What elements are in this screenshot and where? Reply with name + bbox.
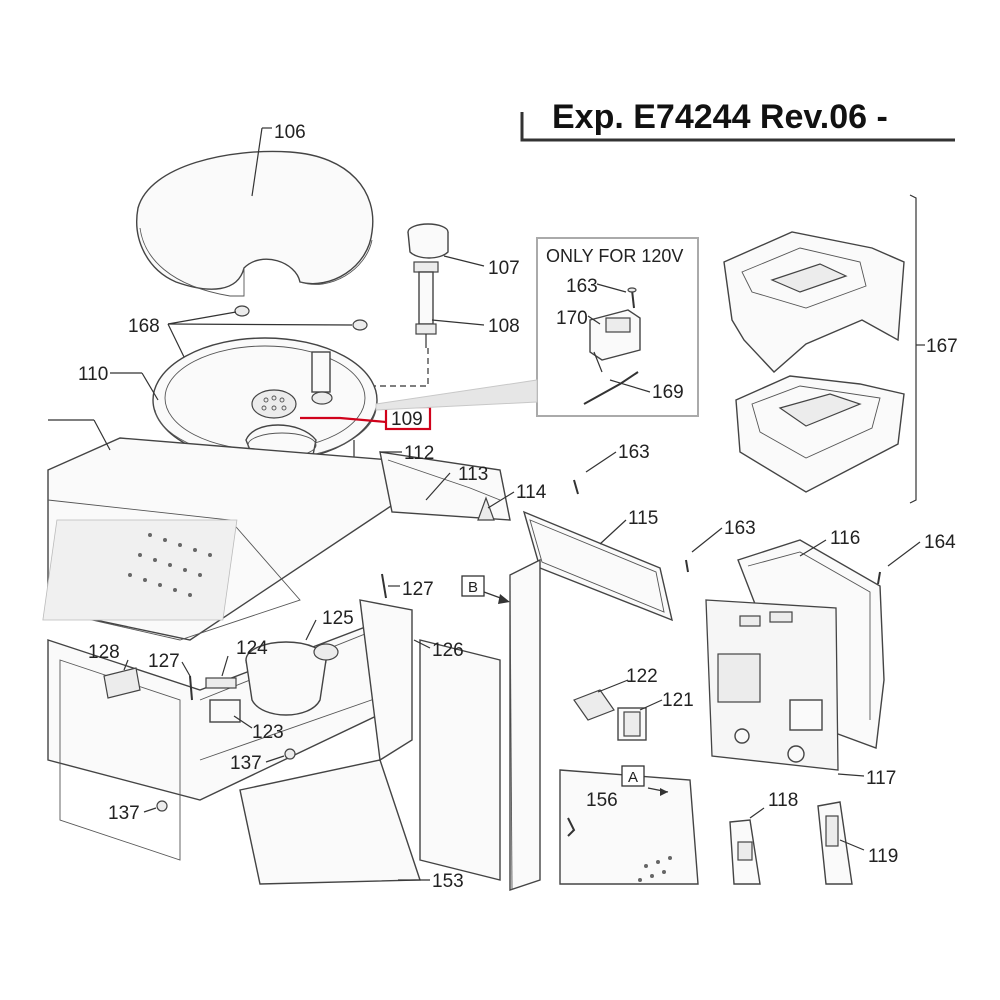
part-119-latch	[817, 801, 865, 885]
part-A-panel	[559, 769, 699, 885]
label-117: 117	[866, 768, 896, 789]
label-124: 124	[236, 638, 268, 659]
part-118-bracket	[729, 807, 765, 885]
part-126-frame	[359, 599, 501, 881]
label-109: 109	[391, 409, 423, 430]
label-127-top: 127	[402, 579, 434, 600]
label-125: 125	[322, 608, 354, 629]
part-127-screws	[181, 573, 400, 701]
label-110: 110	[78, 364, 108, 385]
part-163-164-screws	[573, 451, 921, 585]
label-169: 169	[652, 382, 684, 403]
label-115: 115	[628, 508, 658, 529]
part-106-lid	[136, 127, 374, 297]
label-112: 112	[404, 443, 434, 464]
part-114-tab	[477, 491, 515, 521]
label-164: 164	[924, 532, 956, 553]
part-169-cable	[583, 371, 651, 405]
part-122-relay	[573, 679, 629, 721]
label-163-right: 163	[724, 518, 756, 539]
part-115-panel-gasket	[522, 510, 673, 622]
part-117-board	[705, 599, 865, 777]
label-170: 170	[556, 308, 588, 329]
label-137-bottom: 137	[108, 803, 140, 824]
label-113: 113	[458, 464, 488, 485]
label-106: 106	[274, 122, 306, 143]
label-156: 156	[586, 790, 618, 811]
part-112-113-frame	[379, 451, 511, 521]
inset-120v: ONLY FOR 120V	[375, 237, 699, 417]
part-128-bracket	[103, 659, 141, 699]
part-170-microswitch	[589, 309, 641, 373]
callout-a: A	[621, 765, 645, 787]
part-124-125-pump	[205, 619, 339, 716]
part-167-packaging	[723, 194, 925, 504]
label-116: 116	[830, 528, 860, 549]
label-168: 168	[128, 316, 160, 337]
callout-b: B	[461, 575, 510, 604]
label-123: 123	[252, 722, 284, 743]
label-118: 118	[768, 790, 798, 811]
label-163-mid: 163	[618, 442, 650, 463]
label-122: 122	[626, 666, 658, 687]
part-156-clip	[567, 817, 576, 837]
label-167: 167	[926, 336, 958, 357]
label-163-inset: 163	[566, 276, 598, 297]
label-119: 119	[868, 846, 898, 867]
svg-text:B: B	[468, 579, 478, 596]
label-121: 121	[662, 690, 694, 711]
highlight-109-leader	[300, 416, 387, 424]
label-153: 153	[432, 871, 464, 892]
part-123-valve	[209, 699, 253, 729]
part-door-front	[509, 558, 541, 891]
label-114: 114	[516, 482, 547, 503]
svg-text:A: A	[628, 769, 638, 786]
label-137-top: 137	[230, 753, 262, 774]
part-137-screws	[143, 748, 296, 813]
inset-title: ONLY FOR 120V	[546, 246, 683, 266]
label-127-left: 127	[148, 651, 180, 672]
label-128: 128	[88, 642, 120, 663]
part-labels: 106 107 108 109 110 112 113 114 115 116 …	[78, 122, 958, 892]
label-107: 107	[488, 258, 520, 279]
part-121-switch	[617, 699, 663, 741]
title-block: Exp. E74244 Rev.06 -	[520, 98, 955, 142]
part-163-screw-inset	[627, 287, 637, 309]
title-text: Exp. E74244 Rev.06 -	[552, 98, 888, 136]
part-107-108-knob-shaft	[340, 223, 485, 387]
label-126: 126	[432, 640, 464, 661]
label-108: 108	[488, 316, 520, 337]
part-153-tray	[239, 759, 430, 885]
